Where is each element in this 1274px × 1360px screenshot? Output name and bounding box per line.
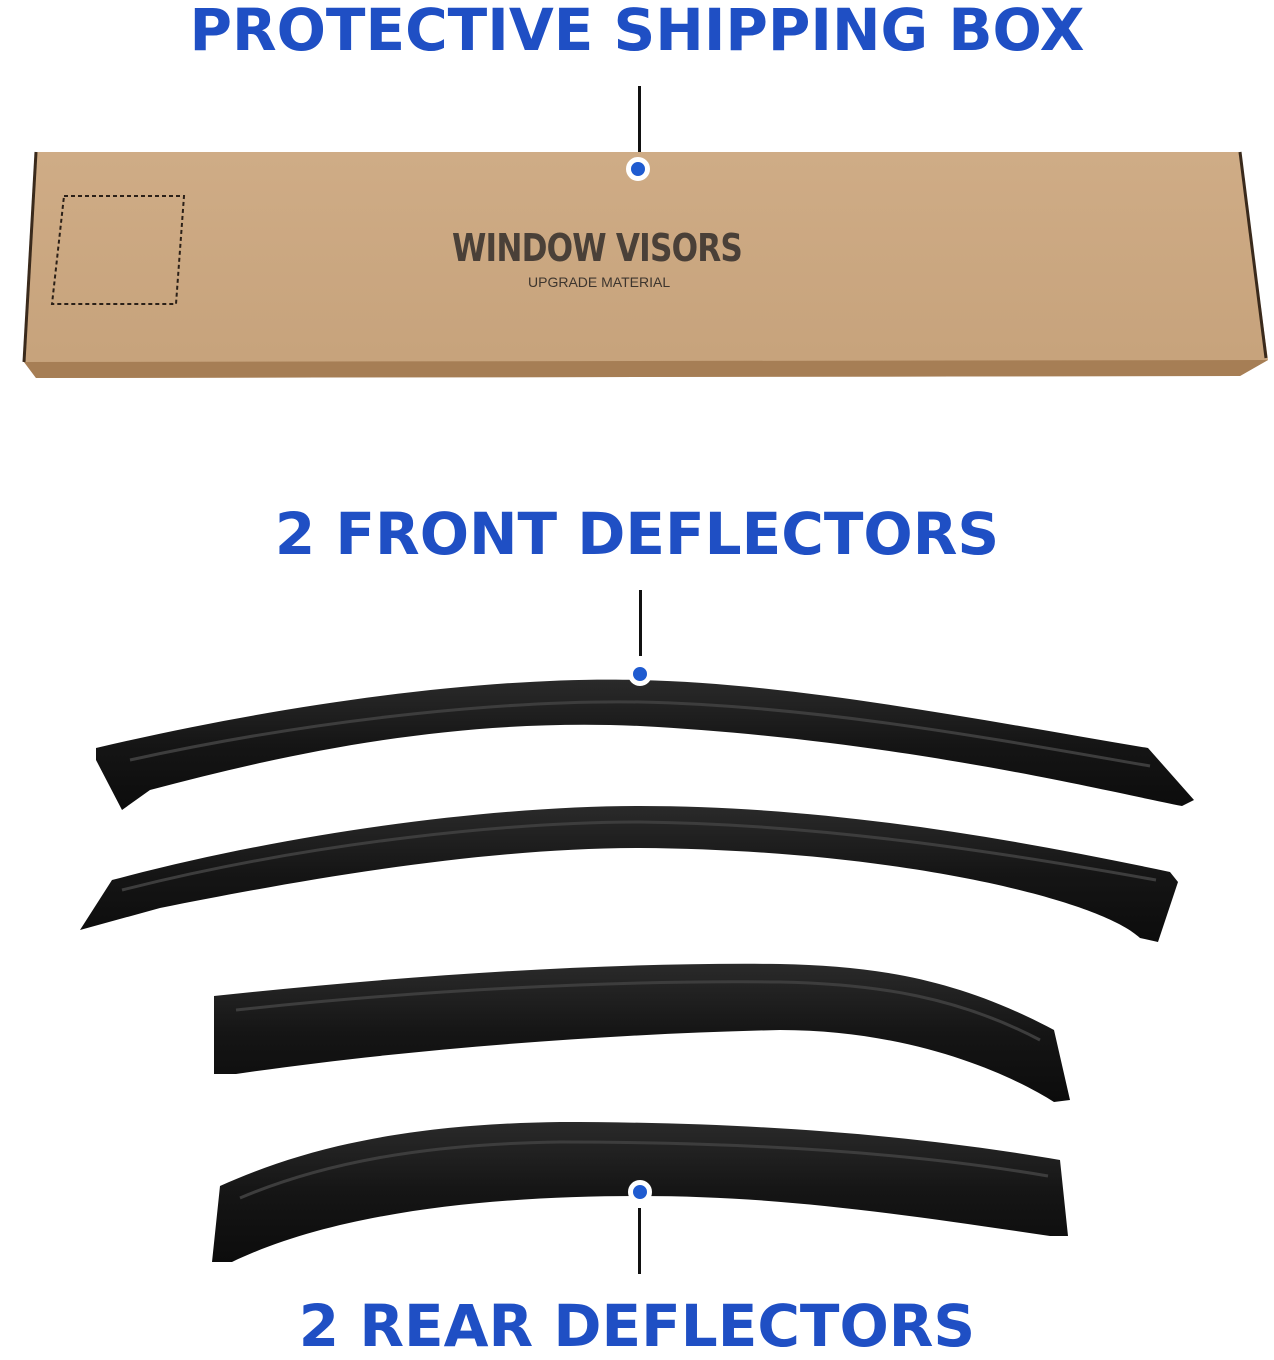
shipping-box-label: PROTECTIVE SHIPPING BOX — [189, 0, 1085, 64]
front-deflector-1 — [96, 679, 1194, 810]
shipping-box-leader-line — [638, 86, 641, 152]
front-deflector-2 — [80, 806, 1178, 942]
label-placeholder-box — [50, 195, 186, 305]
rear-deflectors-marker-dot — [628, 1180, 652, 1204]
box-subtitle: UPGRADE MATERIAL — [528, 274, 671, 290]
shipping-box-marker-dot — [626, 157, 650, 181]
rear-deflectors-label: 2 REAR DEFLECTORS — [298, 1292, 976, 1360]
front-deflectors-label: 2 FRONT DEFLECTORS — [274, 500, 1000, 568]
front-deflectors-marker-dot — [628, 662, 652, 686]
rear-deflector-1 — [214, 963, 1070, 1102]
front-deflectors-leader-line — [639, 590, 642, 656]
shipping-box — [22, 151, 1268, 378]
rear-deflectors-leader-line — [638, 1208, 641, 1274]
box-title: WINDOW VISORS — [452, 226, 743, 270]
